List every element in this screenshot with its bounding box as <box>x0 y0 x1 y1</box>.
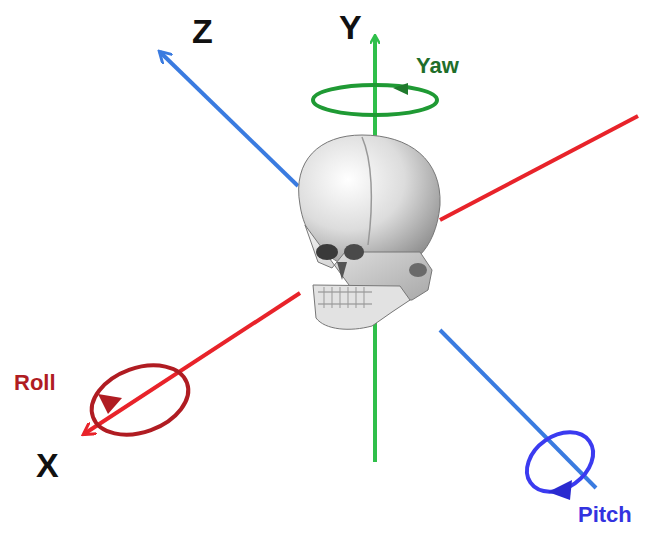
x-axis-rear <box>440 116 638 220</box>
roll-ring <box>82 353 198 447</box>
rotation-name: Pitch <box>578 504 632 526</box>
rotation-name: Yaw <box>416 55 459 77</box>
z-axis-rear <box>440 330 596 488</box>
axis-letter: X <box>36 448 59 482</box>
z-axis <box>160 52 298 186</box>
axis-letter: Y <box>339 10 362 44</box>
skull-illustration <box>299 135 440 329</box>
axis-letter: Z <box>192 14 213 48</box>
roll-arrowhead <box>98 394 122 414</box>
x-axis <box>84 293 300 434</box>
pitch-ring <box>516 420 605 504</box>
yaw-arrowhead <box>393 83 408 95</box>
yaw-ring <box>313 85 437 115</box>
rotation-name: Roll <box>14 372 56 394</box>
pitch-arrowhead <box>548 480 572 500</box>
